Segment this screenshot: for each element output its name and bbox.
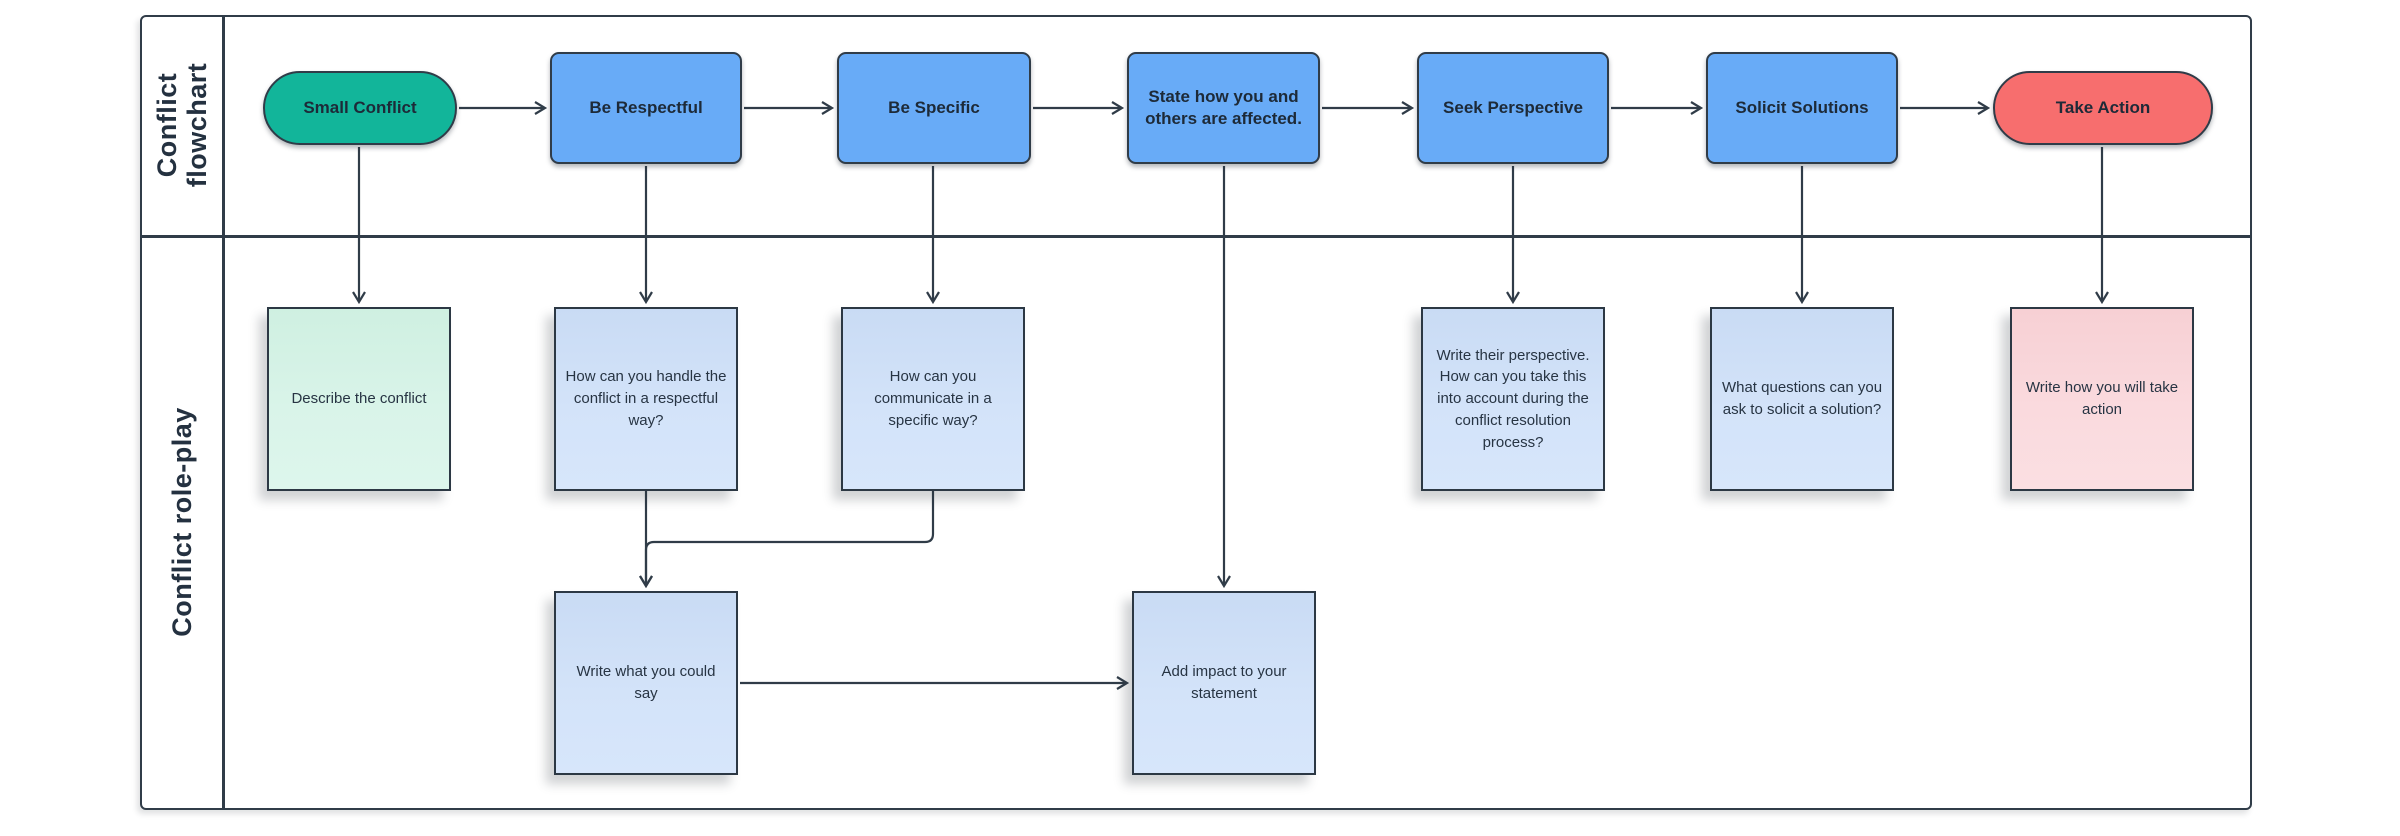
sticky-note-questions-to-solicit[interactable]: What questions can you ask to solicit a … <box>1710 307 1894 491</box>
flow-node-label: Take Action <box>2055 97 2151 117</box>
sticky-note-add-impact[interactable]: Add impact to your statement <box>1132 591 1316 775</box>
sticky-note-text: How can you communicate in a specific wa… <box>874 368 992 429</box>
flow-node-label: Seek Perspective <box>1443 97 1583 117</box>
sticky-note-text: Describe the conflict <box>291 390 427 408</box>
flow-node-label: State how you and others are affected. <box>1145 86 1302 128</box>
sticky-note-describe-conflict[interactable]: Describe the conflict <box>267 307 451 491</box>
flow-node-label: Small Conflict <box>303 97 417 117</box>
sticky-note-text: Write how you will take action <box>2025 379 2179 418</box>
connector-communicate-note-to-write-say-note[interactable] <box>639 491 935 589</box>
flow-node-label: Solicit Solutions <box>1735 97 1869 117</box>
lane-title-column-divider <box>222 15 225 810</box>
sticky-note-text: How can you handle the conflict in a res… <box>565 368 727 429</box>
sticky-note-communicate-specifically[interactable]: How can you communicate in a specific wa… <box>841 307 1025 491</box>
sticky-note-how-take-action[interactable]: Write how you will take action <box>2010 307 2194 491</box>
flow-node-label: Be Specific <box>888 97 980 117</box>
flow-node-seek-perspective[interactable]: Seek Perspective <box>1417 52 1609 164</box>
flow-node-be-specific[interactable]: Be Specific <box>837 52 1031 164</box>
sticky-note-text: Write their perspective. How can you tak… <box>1436 346 1590 451</box>
flow-node-label: Be Respectful <box>589 97 703 117</box>
flow-node-solicit-solutions[interactable]: Solicit Solutions <box>1706 52 1898 164</box>
flow-node-small-conflict[interactable]: Small Conflict <box>263 71 457 145</box>
flow-node-take-action[interactable]: Take Action <box>1993 71 2213 145</box>
flow-node-state-how-affected[interactable]: State how you and others are affected. <box>1127 52 1320 164</box>
sticky-note-text: Add impact to your statement <box>1161 663 1287 702</box>
sticky-note-text: Write what you could say <box>576 663 716 702</box>
lane-divider <box>140 235 2252 238</box>
sticky-note-write-their-perspective[interactable]: Write their perspective. How can you tak… <box>1421 307 1605 491</box>
sticky-note-text: What questions can you ask to solicit a … <box>1721 379 1883 418</box>
sticky-note-handle-respectfully[interactable]: How can you handle the conflict in a res… <box>554 307 738 491</box>
sticky-note-write-what-you-could-say[interactable]: Write what you could say <box>554 591 738 775</box>
flow-node-be-respectful[interactable]: Be Respectful <box>550 52 742 164</box>
